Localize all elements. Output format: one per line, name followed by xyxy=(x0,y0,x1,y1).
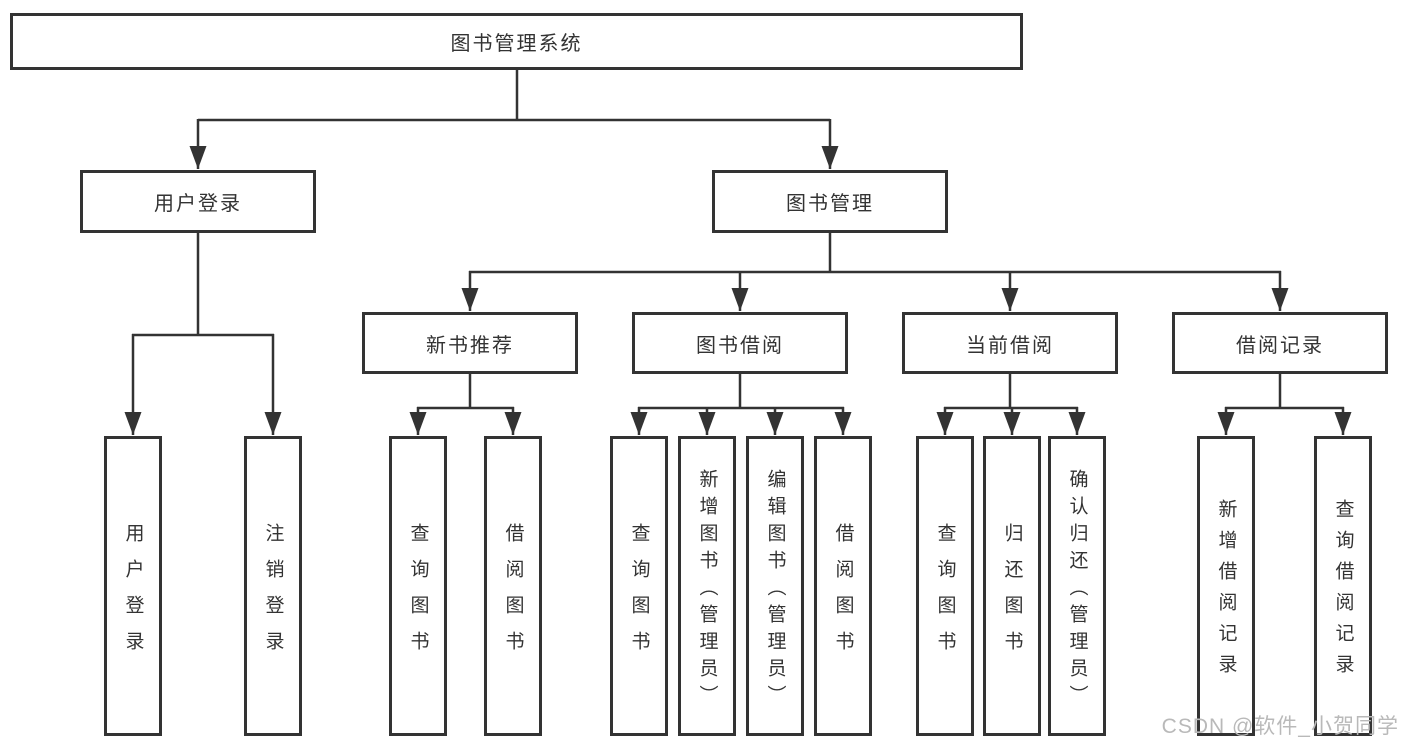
leaf-logout: 注销登录 xyxy=(244,436,302,736)
node-user-login-label: 用户登录 xyxy=(154,193,242,215)
leaf-bb-add-books-admin-label: 新增图书（管理员） xyxy=(696,468,718,712)
node-borrowing-records-label: 借阅记录 xyxy=(1236,334,1324,357)
leaf-cb-query-books-label: 查询图书 xyxy=(934,522,956,667)
leaf-bb-query-books: 查询图书 xyxy=(610,436,668,736)
leaf-nbr-query-books-label: 查询图书 xyxy=(407,522,429,667)
node-current-borrowing: 当前借阅 xyxy=(902,312,1118,374)
leaf-cb-return-books: 归还图书 xyxy=(983,436,1041,736)
node-user-login: 用户登录 xyxy=(80,170,316,233)
leaf-br-query-record-label: 查询借阅记录 xyxy=(1332,499,1354,685)
node-book-management: 图书管理 xyxy=(712,170,948,233)
leaf-logout-label: 注销登录 xyxy=(262,522,284,667)
csdn-watermark: CSDN @软件_小贺同学 xyxy=(1161,715,1399,738)
leaf-user-login-label: 用户登录 xyxy=(122,522,144,667)
leaf-user-login: 用户登录 xyxy=(104,436,162,736)
leaf-bb-borrow-books-label: 借阅图书 xyxy=(832,522,854,667)
node-book-management-label: 图书管理 xyxy=(786,193,874,215)
leaf-cb-confirm-return-admin: 确认归还（管理员） xyxy=(1048,436,1106,736)
leaf-bb-add-books-admin: 新增图书（管理员） xyxy=(678,436,736,736)
node-borrowing-records: 借阅记录 xyxy=(1172,312,1388,374)
node-root-label: 图书管理系统 xyxy=(450,33,583,55)
leaf-bb-query-books-label: 查询图书 xyxy=(628,522,650,667)
leaf-bb-borrow-books: 借阅图书 xyxy=(814,436,872,736)
node-book-borrowing: 图书借阅 xyxy=(632,312,848,374)
leaf-nbr-borrow-books: 借阅图书 xyxy=(484,436,542,736)
leaf-cb-return-books-label: 归还图书 xyxy=(1001,522,1023,667)
leaf-br-query-record: 查询借阅记录 xyxy=(1314,436,1372,736)
node-new-book-recommend-label: 新书推荐 xyxy=(426,334,514,357)
leaf-cb-confirm-return-admin-label: 确认归还（管理员） xyxy=(1066,468,1088,712)
leaf-bb-edit-books-admin-label: 编辑图书（管理员） xyxy=(764,468,786,712)
node-root: 图书管理系统 xyxy=(10,13,1023,70)
node-current-borrowing-label: 当前借阅 xyxy=(966,334,1054,357)
leaf-br-add-record-label: 新增借阅记录 xyxy=(1215,499,1237,685)
leaf-br-add-record: 新增借阅记录 xyxy=(1197,436,1255,736)
leaf-nbr-query-books: 查询图书 xyxy=(389,436,447,736)
leaf-bb-edit-books-admin: 编辑图书（管理员） xyxy=(746,436,804,736)
node-new-book-recommend: 新书推荐 xyxy=(362,312,578,374)
leaf-cb-query-books: 查询图书 xyxy=(916,436,974,736)
node-book-borrowing-label: 图书借阅 xyxy=(696,334,784,357)
leaf-nbr-borrow-books-label: 借阅图书 xyxy=(502,522,524,667)
